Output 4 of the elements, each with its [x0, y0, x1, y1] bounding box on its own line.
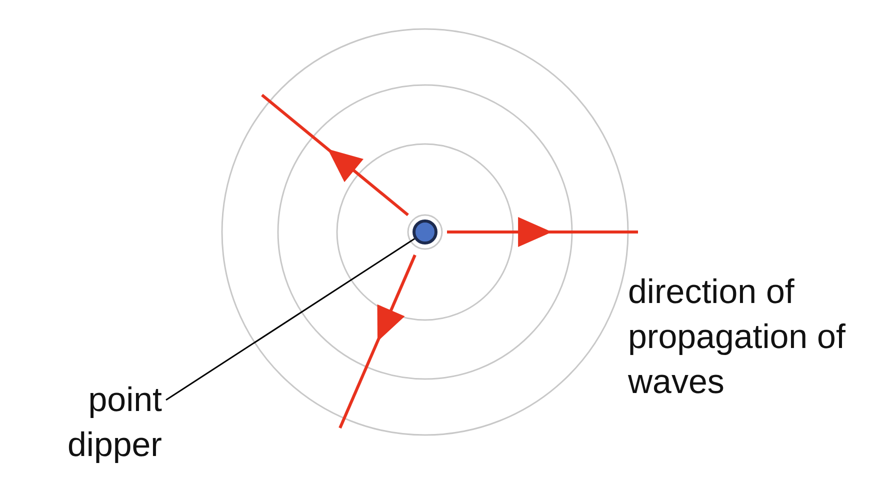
dipper-label: point dipper — [20, 378, 162, 468]
propagation-label: direction of propagation of waves — [628, 272, 846, 403]
leader-line — [166, 238, 415, 401]
dipper-dot — [412, 220, 438, 244]
